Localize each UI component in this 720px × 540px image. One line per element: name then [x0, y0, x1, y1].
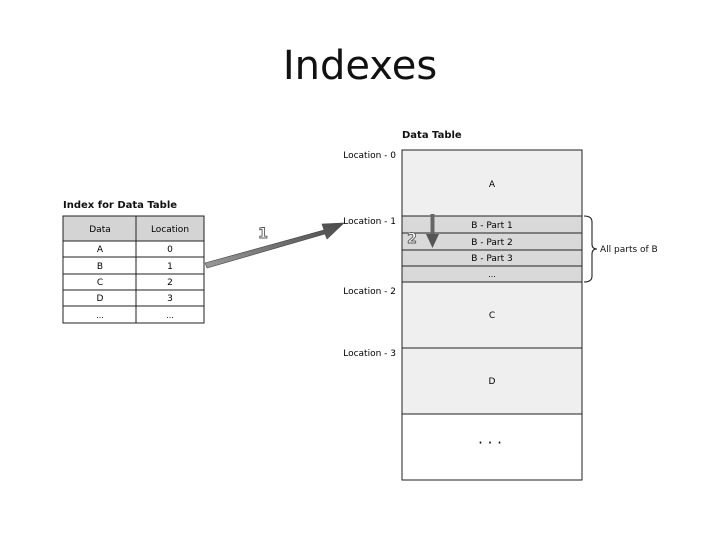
location-label-3: Location - 3: [343, 349, 396, 359]
index-cell-location: ...: [166, 311, 174, 320]
index-header-location: Location: [151, 225, 189, 235]
brace-label: All parts of B: [600, 245, 658, 255]
index-cell-location: 0: [167, 245, 173, 255]
block-more-label: · · ·: [478, 434, 502, 452]
index-cell-data: A: [97, 245, 104, 255]
location-label-1: Location - 1: [343, 217, 396, 227]
step-1-arrow: [204, 222, 345, 269]
index-header-data: Data: [89, 225, 111, 235]
block-d: [401, 347, 583, 415]
index-cell-data: ...: [96, 311, 104, 320]
step-2-label: 2: [407, 231, 417, 247]
brace-icon: [583, 215, 598, 283]
block-c-label: C: [489, 311, 495, 321]
block-a-label: A: [489, 180, 496, 190]
index-cell-data: B: [97, 262, 103, 272]
index-cell-location: 1: [167, 262, 173, 272]
block-b-part-1-label: B - Part 1: [471, 221, 513, 231]
block-d-label: D: [489, 377, 496, 387]
index-cell-location: 3: [167, 294, 173, 304]
slide-title: Indexes: [282, 43, 438, 89]
data-table-title: Data Table: [402, 130, 462, 141]
index-cell-location: 2: [167, 278, 173, 288]
step-2-arrow-shaft: [430, 214, 435, 236]
location-label-2: Location - 2: [343, 287, 396, 297]
block-b-part-2-label: B - Part 2: [471, 238, 513, 248]
index-header-fill: [63, 216, 204, 241]
step-2-arrow: [426, 214, 439, 248]
index-cell-data: C: [97, 278, 103, 288]
data-table: A B - Part 1 B - Part 2 B - Part 3 ... C…: [401, 149, 583, 481]
block-b-more-label: ...: [488, 270, 496, 279]
step-1-label: 1: [258, 226, 268, 242]
location-label-0: Location - 0: [343, 151, 396, 161]
block-c: [401, 281, 583, 349]
block-b-part-3-label: B - Part 3: [471, 254, 513, 264]
index-cell-data: D: [97, 294, 104, 304]
index-table-title: Index for Data Table: [63, 200, 177, 211]
block-more: [401, 413, 583, 481]
step-2-arrow-head: [426, 234, 439, 248]
index-table-border: [62, 215, 205, 324]
index-table: Data Location A 0 B 1 C 2 D 3 ... ...: [62, 215, 205, 324]
